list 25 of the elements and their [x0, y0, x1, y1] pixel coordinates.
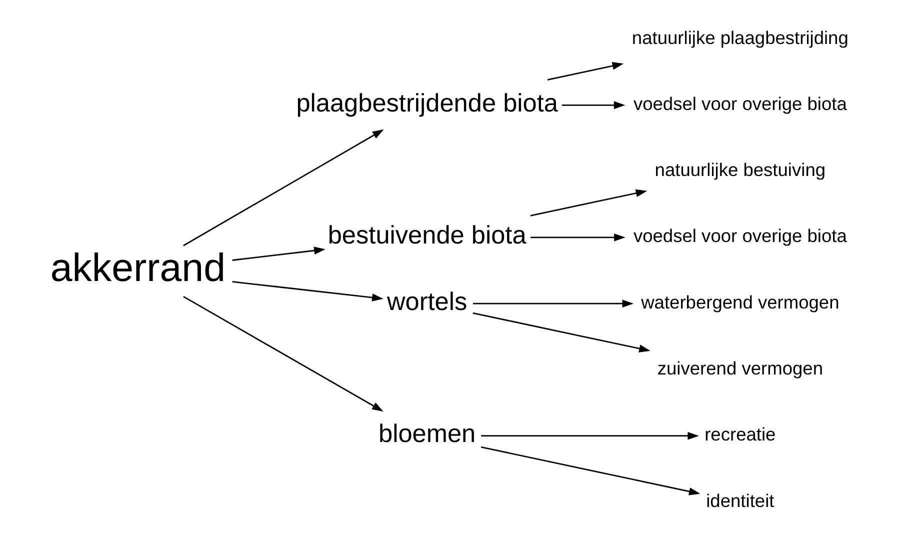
node-text: waterbergend vermogen [640, 291, 839, 312]
arrow [232, 246, 325, 261]
node-text: bestuivende biota [327, 222, 526, 250]
arrow [182, 296, 383, 412]
node-text: akkerrand [50, 246, 225, 290]
arrow [182, 129, 384, 246]
node-text: natuurlijke plaagbestrijding [631, 26, 848, 48]
node-text: identiteit [706, 490, 774, 511]
arrow [530, 189, 647, 216]
node-text: zuiverend vermogen [656, 357, 822, 378]
arrow [546, 62, 624, 80]
node-text: voedsel voor overige biota [632, 225, 846, 246]
arrow [480, 432, 698, 440]
node-text: recreatie [704, 424, 776, 445]
arrow [232, 281, 383, 302]
node-text: bloemen [378, 420, 476, 448]
arrow [472, 300, 634, 308]
arrow [561, 101, 625, 110]
arrow [530, 233, 625, 242]
node-text: wortels [386, 288, 467, 316]
arrow [480, 446, 700, 496]
arrow [472, 312, 650, 352]
node-text: plaagbestrijdende biota [296, 89, 558, 118]
node-text: voedsel voor overige biota [632, 92, 846, 114]
node-text: natuurlijke bestuiving [654, 159, 826, 180]
